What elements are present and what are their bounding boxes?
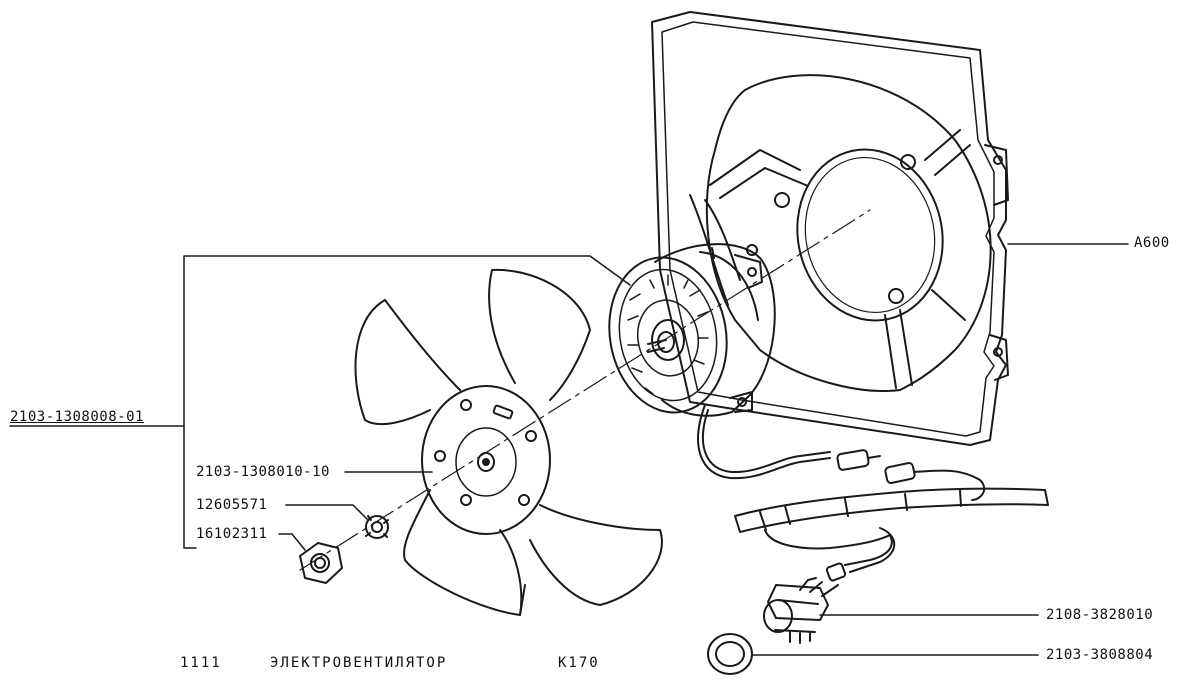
assembly-part-number: 2103-1308008-01 — [10, 409, 144, 425]
fan-impeller — [354, 268, 663, 616]
page-code: К170 — [558, 655, 600, 671]
hex-nut — [299, 542, 343, 584]
wiring-harness — [697, 404, 1049, 597]
shroud-part-number: A600 — [1134, 235, 1170, 251]
impeller-part-number: 2103-1308010-10 — [196, 464, 330, 480]
washer-part-number: 12605571 — [196, 497, 268, 513]
group-number: 1111 — [180, 655, 222, 671]
switch-part-number: 2108-3828010 — [1046, 607, 1154, 623]
nut-part-number: 16102311 — [196, 526, 268, 542]
fan-shroud — [651, 11, 1009, 446]
seal-ring — [707, 633, 1039, 675]
thermal-switch — [763, 577, 1039, 644]
seal-ring-part-number: 2103-3808804 — [1046, 647, 1154, 663]
diagram-title: ЭЛЕКТРОВЕНТИЛЯТОР — [270, 655, 448, 671]
fan-motor — [608, 243, 776, 417]
washer — [365, 515, 389, 539]
